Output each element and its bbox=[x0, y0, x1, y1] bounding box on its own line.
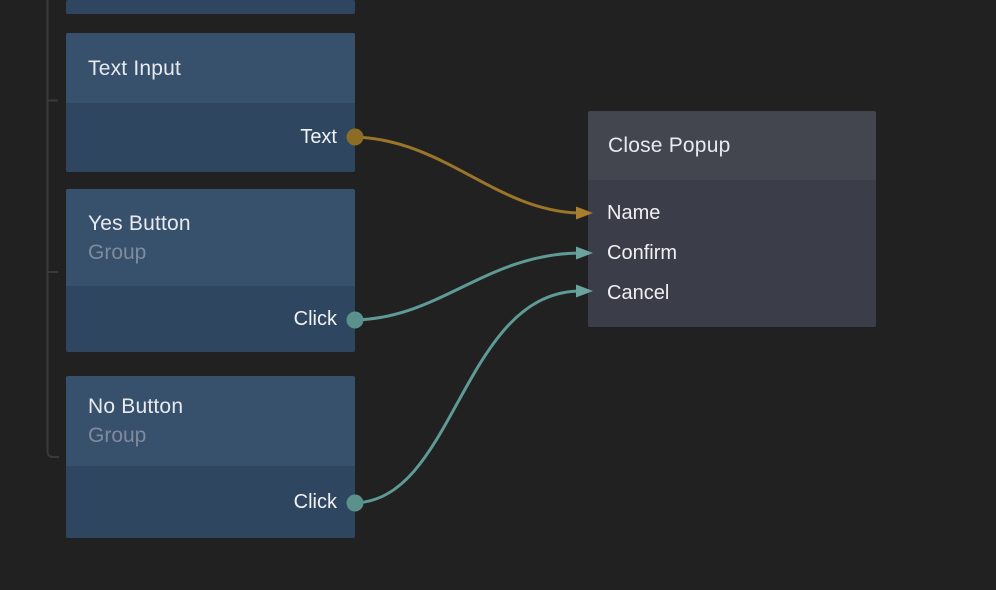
node-no-button-header: No Button Group bbox=[66, 376, 355, 466]
node-yes-button[interactable]: Yes Button Group Click bbox=[66, 189, 355, 352]
input-port-name[interactable]: Name bbox=[588, 193, 876, 233]
output-port-row: Click bbox=[294, 466, 337, 538]
node-no-button-body: Click bbox=[66, 466, 355, 538]
node-title: Close Popup bbox=[608, 134, 731, 157]
output-port-label: Click bbox=[293, 490, 337, 513]
node-close-popup[interactable]: Close Popup Name Confirm Cancel bbox=[588, 111, 876, 327]
wire-yesclick-to-confirm[interactable] bbox=[353, 251, 580, 322]
wire-noclick-to-cancel[interactable] bbox=[353, 289, 580, 505]
input-port-cancel[interactable]: Cancel bbox=[588, 273, 876, 313]
node-title: Yes Button bbox=[88, 211, 191, 235]
input-port-label: Name bbox=[607, 201, 661, 224]
tree-guide-line bbox=[46, 0, 59, 458]
node-text-input[interactable]: Text Input Text bbox=[66, 33, 355, 172]
input-port-confirm[interactable]: Confirm bbox=[588, 233, 876, 273]
node-close-popup-header: Close Popup bbox=[588, 111, 876, 180]
node-yes-button-header: Yes Button Group bbox=[66, 189, 355, 286]
node-title: Text Input bbox=[88, 56, 182, 80]
output-port-row: Click bbox=[294, 286, 337, 352]
node-text-input-body: Text bbox=[66, 103, 355, 172]
input-port-label: Cancel bbox=[607, 281, 670, 304]
node-title: No Button bbox=[88, 395, 184, 418]
node-yes-button-body: Click bbox=[66, 286, 355, 352]
input-port-label: Confirm bbox=[607, 241, 678, 264]
node-no-button[interactable]: No Button Group Click bbox=[66, 376, 355, 538]
node-text-input-header: Text Input bbox=[66, 33, 355, 103]
node-subtitle: Group bbox=[88, 424, 147, 447]
node-partial-top[interactable] bbox=[66, 0, 355, 14]
output-port-label: Text bbox=[300, 126, 337, 148]
output-port-row: Text bbox=[300, 103, 337, 172]
wire-text-to-name[interactable] bbox=[353, 135, 580, 215]
output-port-label: Click bbox=[293, 307, 337, 330]
node-partial-body bbox=[66, 0, 355, 14]
node-close-popup-body: Name Confirm Cancel bbox=[588, 180, 876, 327]
node-subtitle: Group bbox=[88, 240, 147, 264]
